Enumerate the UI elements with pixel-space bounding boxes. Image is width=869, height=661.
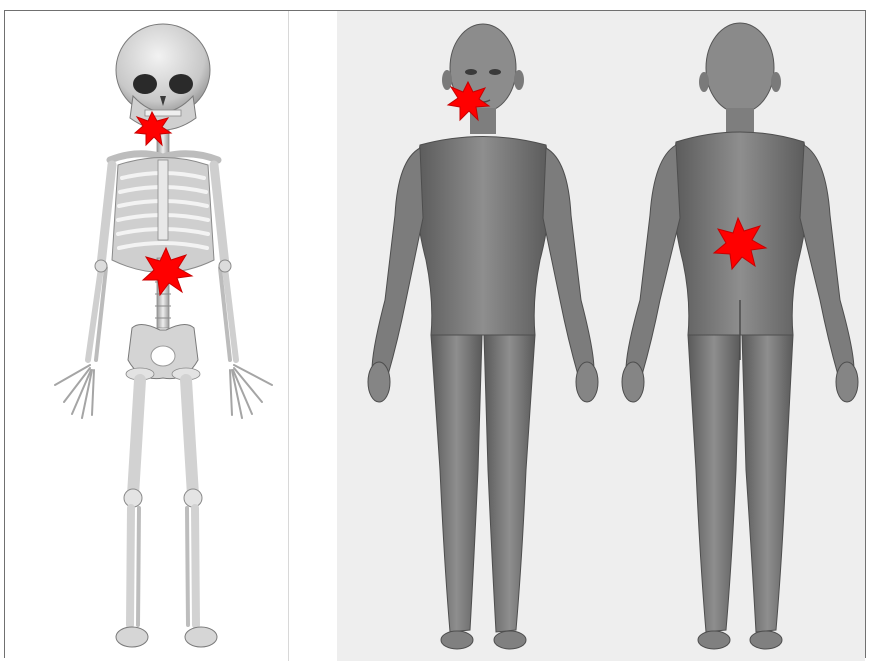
skull [116, 24, 210, 130]
body-back-figure [622, 23, 858, 649]
pelvis [126, 324, 200, 380]
skeleton-legs [124, 380, 202, 625]
body-front-figure [368, 24, 598, 649]
skeleton-figure [55, 24, 272, 647]
skeleton-feet [116, 627, 217, 647]
